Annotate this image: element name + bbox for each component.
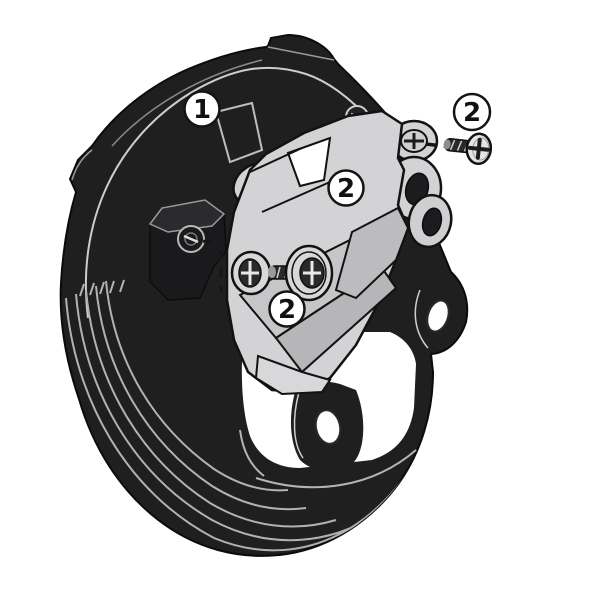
- axle-stub-boss-inner: [184, 232, 198, 246]
- guard-detail-lines: [65, 46, 426, 552]
- callout-1: 1: [183, 90, 221, 128]
- callout-label: 1: [193, 95, 211, 125]
- callout-label: 2: [463, 98, 481, 128]
- pivot-washer: [230, 250, 272, 296]
- callout-circle: [452, 92, 492, 132]
- callout-2-screw-middle: 2: [268, 290, 306, 328]
- access-panel-outline: [214, 101, 264, 164]
- bottom-mount-tab: [290, 381, 364, 471]
- screw-tip: [443, 139, 451, 150]
- bottom-mount-hole: [314, 409, 342, 445]
- thread-line: [449, 139, 456, 151]
- guard-rib-arc: [75, 293, 381, 542]
- alignment-dash-left: [202, 239, 218, 246]
- axle-stub-top: [148, 199, 226, 233]
- callout-circle: [183, 90, 221, 128]
- loose-screw: [443, 132, 493, 165]
- guard-rim-secondary-line: [111, 59, 263, 147]
- callout-circle: [268, 290, 306, 328]
- bracket-edge-line: [261, 181, 331, 213]
- callout-2-screw-top: 2: [452, 92, 492, 132]
- thread-line: [276, 266, 281, 279]
- side-mount-tab-edge-line: [414, 289, 429, 349]
- guard-inner-step-arc: [239, 429, 265, 477]
- guard-rib-arc: [95, 285, 307, 511]
- lug-hole-lower-right: [421, 207, 443, 237]
- side-mount-tab: [414, 234, 450, 349]
- screw-tip: [268, 266, 276, 278]
- bracket-facet-right: [334, 206, 410, 300]
- guard-rib-arc: [85, 289, 337, 528]
- side-mount-hole: [426, 299, 450, 333]
- callout-label: 2: [278, 295, 296, 325]
- guard-inner-rim-line: [84, 66, 393, 319]
- callout-label: 2: [337, 174, 355, 204]
- guard-left-tab-line: [71, 149, 93, 181]
- axle-stub: [148, 199, 227, 301]
- axle-screw-slot: [183, 234, 199, 244]
- top-lug-screw: [400, 129, 428, 153]
- bottom-mount-tab-edge-line: [293, 391, 304, 459]
- side-mount-strap: [414, 234, 446, 306]
- callout-2-bracket: 2: [327, 169, 365, 207]
- guard-flap-edge-line: [267, 46, 335, 61]
- thread-line: [456, 140, 463, 151]
- phillips-slot-v: [475, 137, 482, 160]
- callout-circle: [327, 169, 365, 207]
- screw-boss: [284, 244, 334, 302]
- guard-rib-arc: [105, 280, 289, 492]
- tick-marks: [79, 279, 125, 297]
- guard-inner-step-arc: [255, 449, 417, 489]
- bracket-facet-lip: [254, 354, 332, 396]
- bracket-edge-line: [249, 147, 303, 173]
- guard-rib-arc: [65, 297, 426, 552]
- boss-inner-ring: [291, 251, 327, 295]
